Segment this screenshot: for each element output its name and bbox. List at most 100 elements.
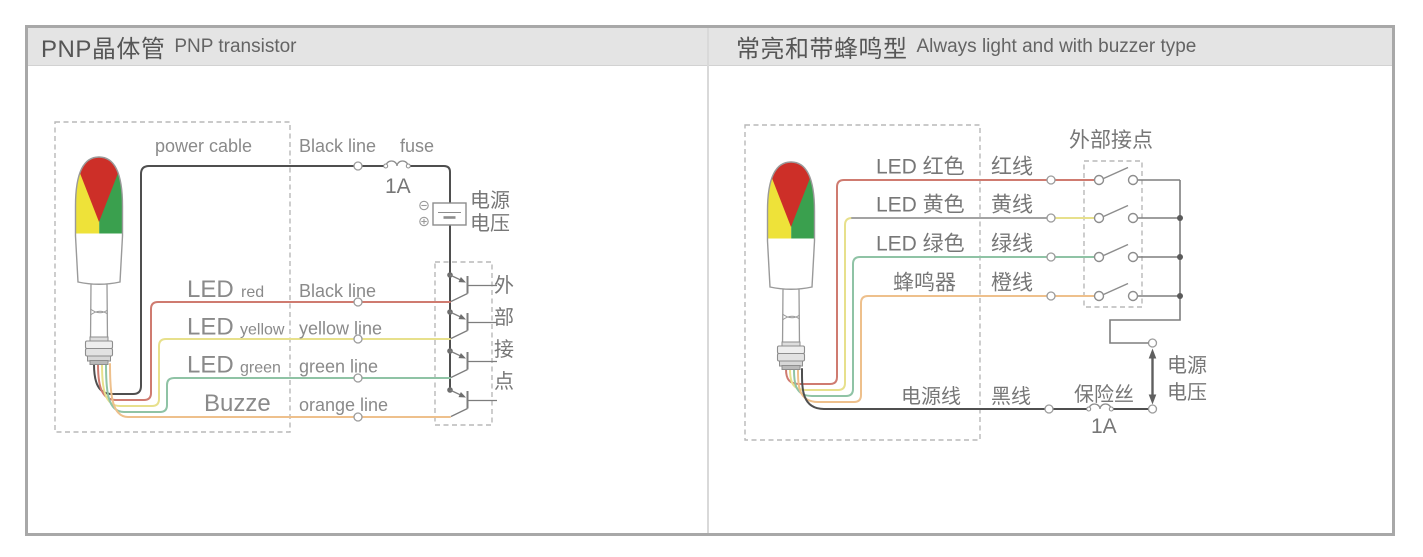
junction-dot bbox=[1177, 293, 1183, 299]
right-tower-dashed-box bbox=[744, 124, 981, 441]
connector-circle bbox=[353, 412, 363, 422]
led-red-label: LED 红色 bbox=[876, 156, 965, 179]
right-connector-circles bbox=[1044, 175, 1158, 414]
right-wires bbox=[785, 179, 1150, 410]
red-segment bbox=[75, 157, 123, 222]
connector-circle bbox=[1046, 291, 1056, 301]
outer-frame: PNP晶体管 PNP transistor 常亮和带蜂鸣型 Always lig… bbox=[25, 25, 1395, 536]
fuse-label: fuse bbox=[400, 136, 434, 156]
header-band: PNP晶体管 PNP transistor 常亮和带蜂鸣型 Always lig… bbox=[28, 28, 1392, 66]
red-wire-label: 红线 bbox=[991, 156, 1033, 179]
left-title-zh: PNP晶体管 bbox=[41, 36, 166, 63]
orange-wire bbox=[797, 295, 1096, 403]
connector-circle bbox=[1046, 213, 1056, 223]
transistor-icon bbox=[446, 386, 498, 418]
black-line-top-label: Black line bbox=[299, 136, 376, 156]
green-wire-label: 绿线 bbox=[991, 233, 1033, 256]
red-wire-label: Black line bbox=[299, 281, 376, 301]
black-line-label: 黑线 bbox=[991, 385, 1031, 408]
connector-circle bbox=[1044, 404, 1054, 414]
led-yellow-label: LED bbox=[187, 314, 234, 341]
buzzer-label: Buzze bbox=[204, 390, 271, 417]
tower-light-icon bbox=[762, 155, 820, 370]
orange-wire-label: 橙线 bbox=[991, 272, 1033, 295]
yellow-wire bbox=[789, 217, 853, 391]
switch-icon bbox=[1093, 282, 1181, 302]
led-yellow-sub: yellow bbox=[240, 322, 285, 339]
minus-icon bbox=[419, 200, 429, 211]
external-contacts-label: 外部接点 bbox=[1069, 129, 1153, 152]
left-title-en: PNP transistor bbox=[174, 35, 297, 57]
transistor-icon bbox=[446, 347, 498, 379]
voltage-arrow-icon bbox=[1148, 348, 1157, 405]
transistor-dashed-box bbox=[434, 261, 493, 426]
mounting-nut bbox=[84, 336, 114, 365]
left-connector-circles bbox=[353, 161, 363, 422]
switch-icon bbox=[1093, 166, 1180, 186]
emitter-arrow bbox=[458, 277, 466, 283]
led-red-label: LED bbox=[187, 276, 234, 303]
transistor-icon bbox=[447, 272, 497, 303]
yellow-wire bbox=[101, 338, 451, 407]
connector-circle bbox=[353, 161, 363, 171]
connector-circle bbox=[353, 334, 363, 344]
power-cable-label: 电源线 bbox=[901, 385, 961, 408]
connector-circle bbox=[1147, 404, 1158, 414]
switch-dashed-box bbox=[1083, 160, 1143, 308]
bus-junction-dots bbox=[1177, 215, 1183, 299]
left-wires bbox=[93, 165, 451, 418]
fuse-rating-label: 1A bbox=[385, 175, 411, 198]
switch-icon bbox=[1093, 204, 1181, 224]
green-wire-label: green line bbox=[299, 357, 378, 377]
connector-circle bbox=[353, 373, 363, 383]
connector-circle bbox=[1147, 338, 1158, 348]
led-green-label: LED 绿色 bbox=[876, 233, 965, 256]
orange-wire bbox=[109, 363, 451, 418]
black-power-wire bbox=[800, 368, 1150, 410]
psu-voltage-label-line1: 电源 bbox=[1167, 354, 1207, 377]
power-cable-label: power cable bbox=[155, 136, 252, 156]
battery-icon bbox=[432, 202, 467, 226]
switch-icon bbox=[1093, 243, 1181, 263]
external-contact-char-1: 外 bbox=[494, 274, 514, 297]
fuse-rating-label: 1A bbox=[1091, 415, 1117, 438]
right-title-en: Always light and with buzzer type bbox=[916, 35, 1197, 57]
fuse-label: 保险丝 bbox=[1074, 383, 1134, 406]
tower-dome-colors bbox=[75, 157, 123, 234]
left-panel-title: PNP晶体管 PNP transistor bbox=[28, 28, 721, 65]
panel-divider bbox=[707, 28, 709, 533]
tower-outline bbox=[74, 156, 124, 285]
yellow-wire-label: yellow line bbox=[299, 319, 382, 339]
red-wire bbox=[785, 179, 1096, 385]
green-wire bbox=[105, 363, 451, 413]
fuse-icon bbox=[383, 160, 411, 169]
external-contact-char-3: 接 bbox=[494, 338, 514, 361]
right-title-zh: 常亮和带蜂鸣型 bbox=[736, 36, 908, 63]
junction-dot bbox=[1177, 215, 1183, 221]
yellow-wire-label: 黄线 bbox=[991, 194, 1033, 217]
fuse-icon bbox=[1086, 403, 1114, 412]
led-red-sub: red bbox=[241, 284, 264, 301]
tower-light-icon bbox=[74, 156, 124, 365]
arrow-down-icon bbox=[1148, 394, 1157, 405]
buzzer-label: 蜂鸣器 bbox=[893, 272, 956, 295]
external-contact-char-4: 点 bbox=[494, 370, 514, 393]
junction-dot bbox=[1177, 254, 1183, 260]
led-green-sub: green bbox=[240, 360, 281, 377]
red-wire bbox=[97, 301, 451, 401]
psu-voltage-label-line2: 电压 bbox=[1167, 381, 1207, 404]
common-bus-wire bbox=[1109, 180, 1181, 344]
left-tower-dashed-box bbox=[54, 121, 291, 433]
stem-twist-mark bbox=[90, 308, 108, 316]
led-yellow-label: LED 黄色 bbox=[876, 194, 965, 217]
orange-wire-label: orange line bbox=[299, 395, 388, 415]
psu-voltage-label-line1: 电源 bbox=[470, 189, 510, 212]
arrow-up-icon bbox=[1148, 348, 1157, 359]
black-power-wire bbox=[93, 165, 451, 395]
right-panel-title: 常亮和带蜂鸣型 Always light and with buzzer typ… bbox=[721, 28, 1196, 65]
connector-circle bbox=[1046, 175, 1056, 185]
external-contact-char-2: 部 bbox=[494, 306, 514, 329]
plus-icon bbox=[419, 216, 429, 227]
psu-voltage-label-line2: 电压 bbox=[470, 212, 510, 235]
